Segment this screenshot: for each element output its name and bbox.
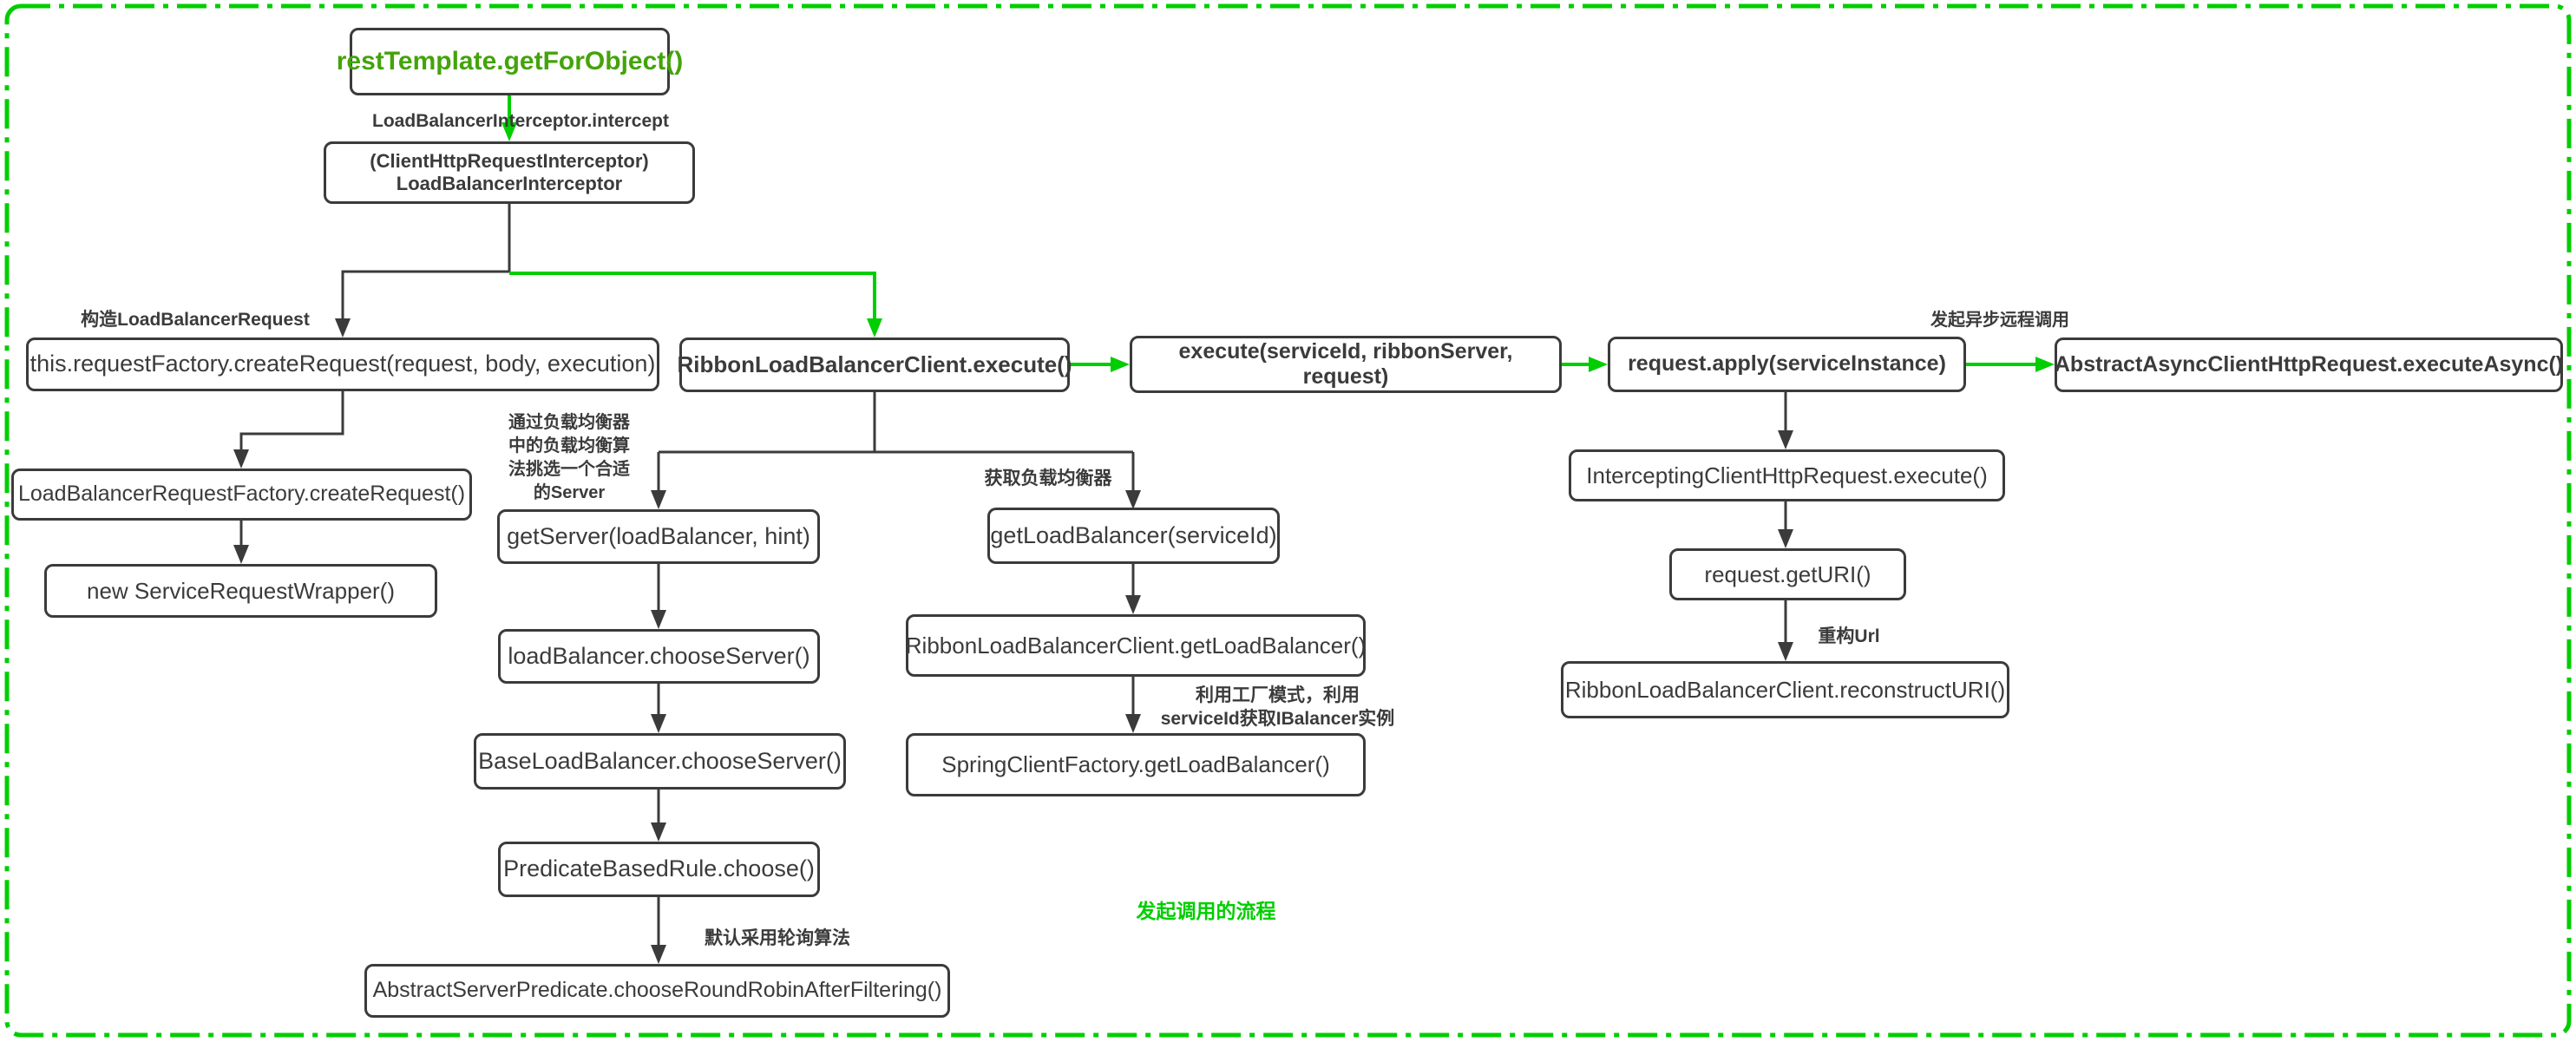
label-intercept-method: LoadBalancerInterceptor.intercept xyxy=(372,111,669,131)
label-build-request: 构造LoadBalancerRequest xyxy=(81,310,310,330)
node-line: execute(serviceId, ribbonServer, xyxy=(1178,338,1513,364)
label-rebuild-url: 重构Url xyxy=(1818,626,1880,646)
node-get-load-balancer: getLoadBalancer(serviceId) xyxy=(987,508,1280,564)
label-async-remote: 发起异步远程调用 xyxy=(1930,311,2069,330)
label-round-robin: 默认采用轮询算法 xyxy=(705,928,850,948)
node-abstract-async: AbstractAsyncClientHttpRequest.executeAs… xyxy=(2055,338,2563,392)
node-line: request) xyxy=(1302,364,1389,389)
arrow-to-create-request xyxy=(335,270,509,338)
node-load-balancer-interceptor: (ClientHttpRequestInterceptor) LoadBalan… xyxy=(324,141,695,204)
label-line: 通过负载均衡器 xyxy=(508,413,630,432)
green-arrow-to-ribbon-execute xyxy=(509,272,882,338)
node-lb-request-factory: LoadBalancerRequestFactory.createRequest… xyxy=(11,469,472,521)
node-lb-choose-server: loadBalancer.chooseServer() xyxy=(498,629,820,684)
node-request-apply: request.apply(serviceInstance) xyxy=(1608,337,1966,392)
node-line: LoadBalancerInterceptor xyxy=(396,173,623,194)
arrow-to-lb-request-factory xyxy=(233,391,344,469)
dashed-frame xyxy=(4,3,2572,1038)
node-create-request: this.requestFactory.createRequest(reques… xyxy=(26,338,659,391)
label-line: 法挑选一个合适 xyxy=(508,460,630,479)
node-get-server: getServer(loadBalancer, hint) xyxy=(497,509,820,564)
node-execute-service-id: execute(serviceId, ribbonServer, request… xyxy=(1130,336,1562,393)
node-line: (ClientHttpRequestInterceptor) xyxy=(370,150,649,173)
green-connectors xyxy=(501,95,2055,372)
label-line: 的Server xyxy=(533,483,606,502)
node-base-lb-choose-server: BaseLoadBalancer.chooseServer() xyxy=(474,733,846,790)
label-line: 中的负载均衡算 xyxy=(508,436,630,455)
label-get-balancer: 获取负载均衡器 xyxy=(984,469,1112,488)
node-ribbon-execute: RibbonLoadBalancerClient.execute() xyxy=(677,338,1072,392)
label-line: 利用工厂模式，利用 xyxy=(1196,685,1360,705)
node-reconstruct-uri: RibbonLoadBalancerClient.reconstructURI(… xyxy=(1561,661,2009,718)
node-intercepting-execute: InterceptingClientHttpRequest.execute() xyxy=(1569,449,2005,501)
label-line: serviceId获取IBalancer实例 xyxy=(1160,709,1395,730)
label-flow-note: 发起调用的流程 xyxy=(1136,900,1276,922)
node-ribbon-get-load-balancer: RibbonLoadBalancerClient.getLoadBalancer… xyxy=(906,614,1366,677)
node-spring-client-factory: SpringClientFactory.getLoadBalancer() xyxy=(906,733,1366,796)
node-new-service-request-wrapper: new ServiceRequestWrapper() xyxy=(44,564,437,618)
label-factory-mode: 利用工厂模式，利用 serviceId获取IBalancer实例 xyxy=(1128,684,1427,731)
node-request-get-uri: request.getURI() xyxy=(1669,548,1906,600)
node-abstract-server-predicate: AbstractServerPredicate.chooseRoundRobin… xyxy=(364,964,950,1018)
node-rest-template: restTemplate.getForObject() xyxy=(337,28,683,95)
label-pick-server: 通过负载均衡器 中的负载均衡算 法挑选一个合适 的Server xyxy=(484,411,654,505)
node-predicate-based-rule: PredicateBasedRule.choose() xyxy=(498,842,820,897)
black-connectors xyxy=(233,204,1793,964)
